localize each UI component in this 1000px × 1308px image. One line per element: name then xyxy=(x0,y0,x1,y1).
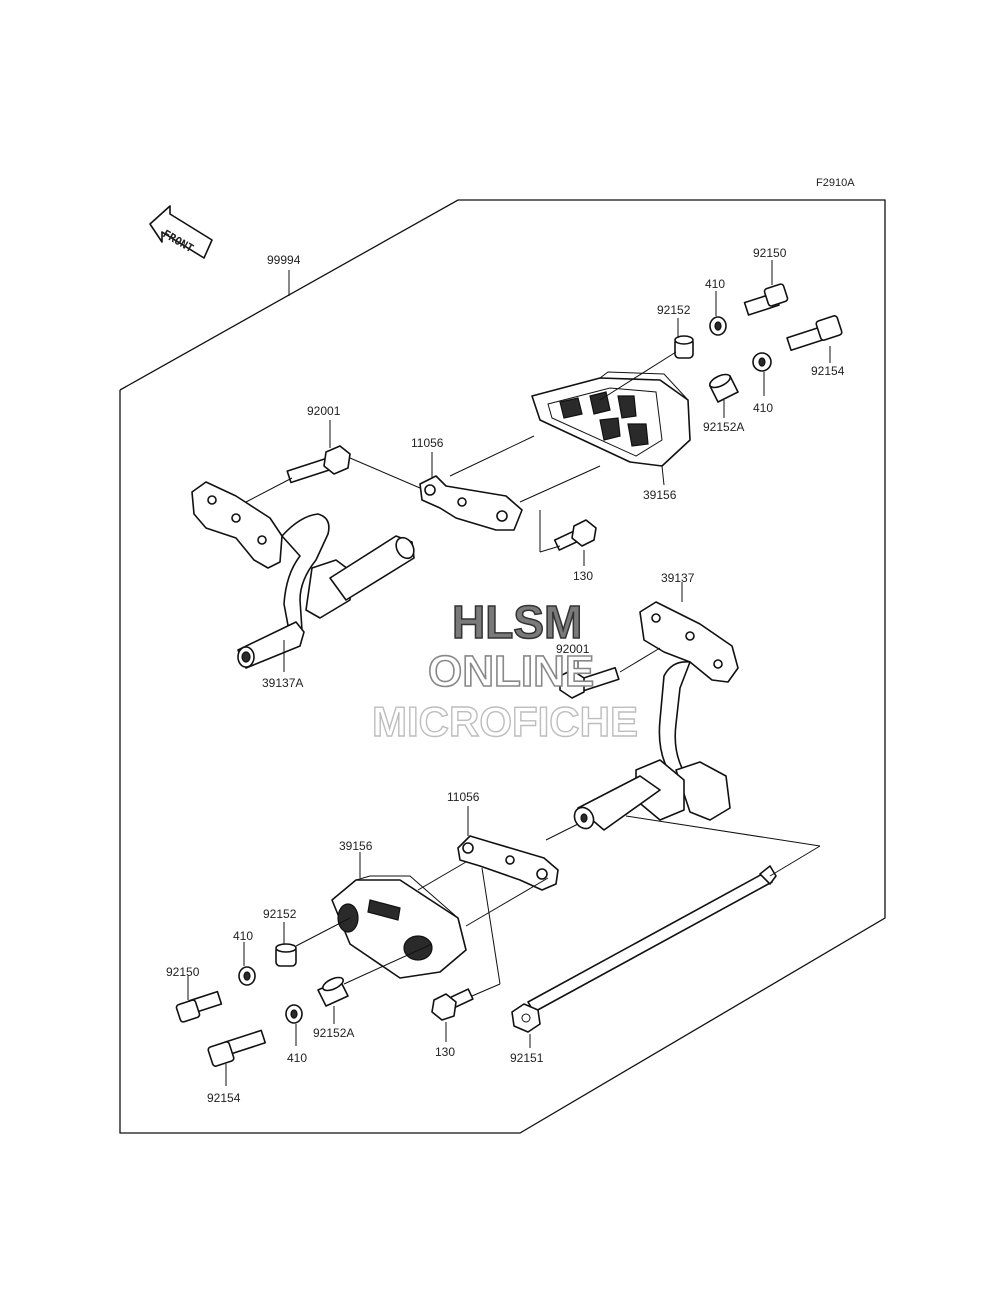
part-label-410-top-b: 410 xyxy=(753,401,773,415)
part-label-39156-bottom: 39156 xyxy=(339,839,373,853)
part-label-92151: 92151 xyxy=(510,1051,544,1065)
part-label-39156-top: 39156 xyxy=(643,488,677,502)
bracket-11056-bottom[interactable] xyxy=(457,835,559,891)
part-label-130-top: 130 xyxy=(573,569,593,583)
part-label-92154-bottom: 92154 xyxy=(207,1091,241,1105)
assembly-label: 99994 xyxy=(267,253,301,267)
bolt-92151[interactable] xyxy=(511,865,777,1033)
part-label-92150-bottom: 92150 xyxy=(166,965,200,979)
part-label-39137A: 39137A xyxy=(262,676,303,690)
slider-39156-bottom[interactable] xyxy=(331,875,467,979)
watermark-line2: ONLINE xyxy=(428,647,594,696)
part-label-92152-bottom: 92152 xyxy=(263,907,297,921)
part-label-130-bottom: 130 xyxy=(435,1045,455,1059)
watermark: HLSM ONLINE MICROFICHE xyxy=(371,595,638,745)
collar-92152-bottom[interactable] xyxy=(275,943,297,967)
collar-92152-top[interactable] xyxy=(674,335,694,359)
part-label-92152-top: 92152 xyxy=(657,303,691,317)
slider-39156-top[interactable] xyxy=(531,371,691,467)
bolt-92150-bottom[interactable] xyxy=(175,990,223,1023)
part-label-92152A-top: 92152A xyxy=(703,420,744,434)
part-label-410-bottom-b: 410 xyxy=(287,1051,307,1065)
bolt-130-top[interactable] xyxy=(553,519,597,551)
part-label-11056-bottom: 11056 xyxy=(447,790,480,804)
watermark-line1: HLSM xyxy=(452,596,582,648)
part-label-92150-top: 92150 xyxy=(753,246,787,260)
collar-92152A-bottom[interactable] xyxy=(317,975,349,1007)
bolt-92001-mid[interactable] xyxy=(559,667,620,699)
watermark-line3: MICROFICHE xyxy=(372,698,638,745)
part-label-410-bottom-a: 410 xyxy=(233,929,253,943)
bracket-39137A[interactable] xyxy=(191,481,417,669)
assembly-boundary xyxy=(119,199,886,1134)
part-label-92154-top: 92154 xyxy=(811,364,845,378)
diagram-code: F2910A xyxy=(816,177,855,189)
part-label-92001-mid: 92001 xyxy=(556,642,590,656)
front-arrow-icon: FRONT xyxy=(149,205,213,259)
bracket-39137[interactable] xyxy=(571,601,739,832)
bolt-92154-bottom[interactable] xyxy=(207,1029,267,1067)
bolt-130-bottom[interactable] xyxy=(431,988,474,1021)
bolt-92001-top[interactable] xyxy=(286,445,351,484)
collar-92152A-top[interactable] xyxy=(708,372,739,403)
part-label-410-top-a: 410 xyxy=(705,277,725,291)
part-label-39137: 39137 xyxy=(661,571,695,585)
part-label-11056-top: 11056 xyxy=(411,436,444,450)
part-label-92001-top: 92001 xyxy=(307,404,341,418)
part-label-92152A-bottom: 92152A xyxy=(313,1026,354,1040)
bolt-92150-top[interactable] xyxy=(743,283,789,316)
bracket-11056-top[interactable] xyxy=(419,475,523,531)
bolt-92154-top[interactable] xyxy=(786,315,843,352)
